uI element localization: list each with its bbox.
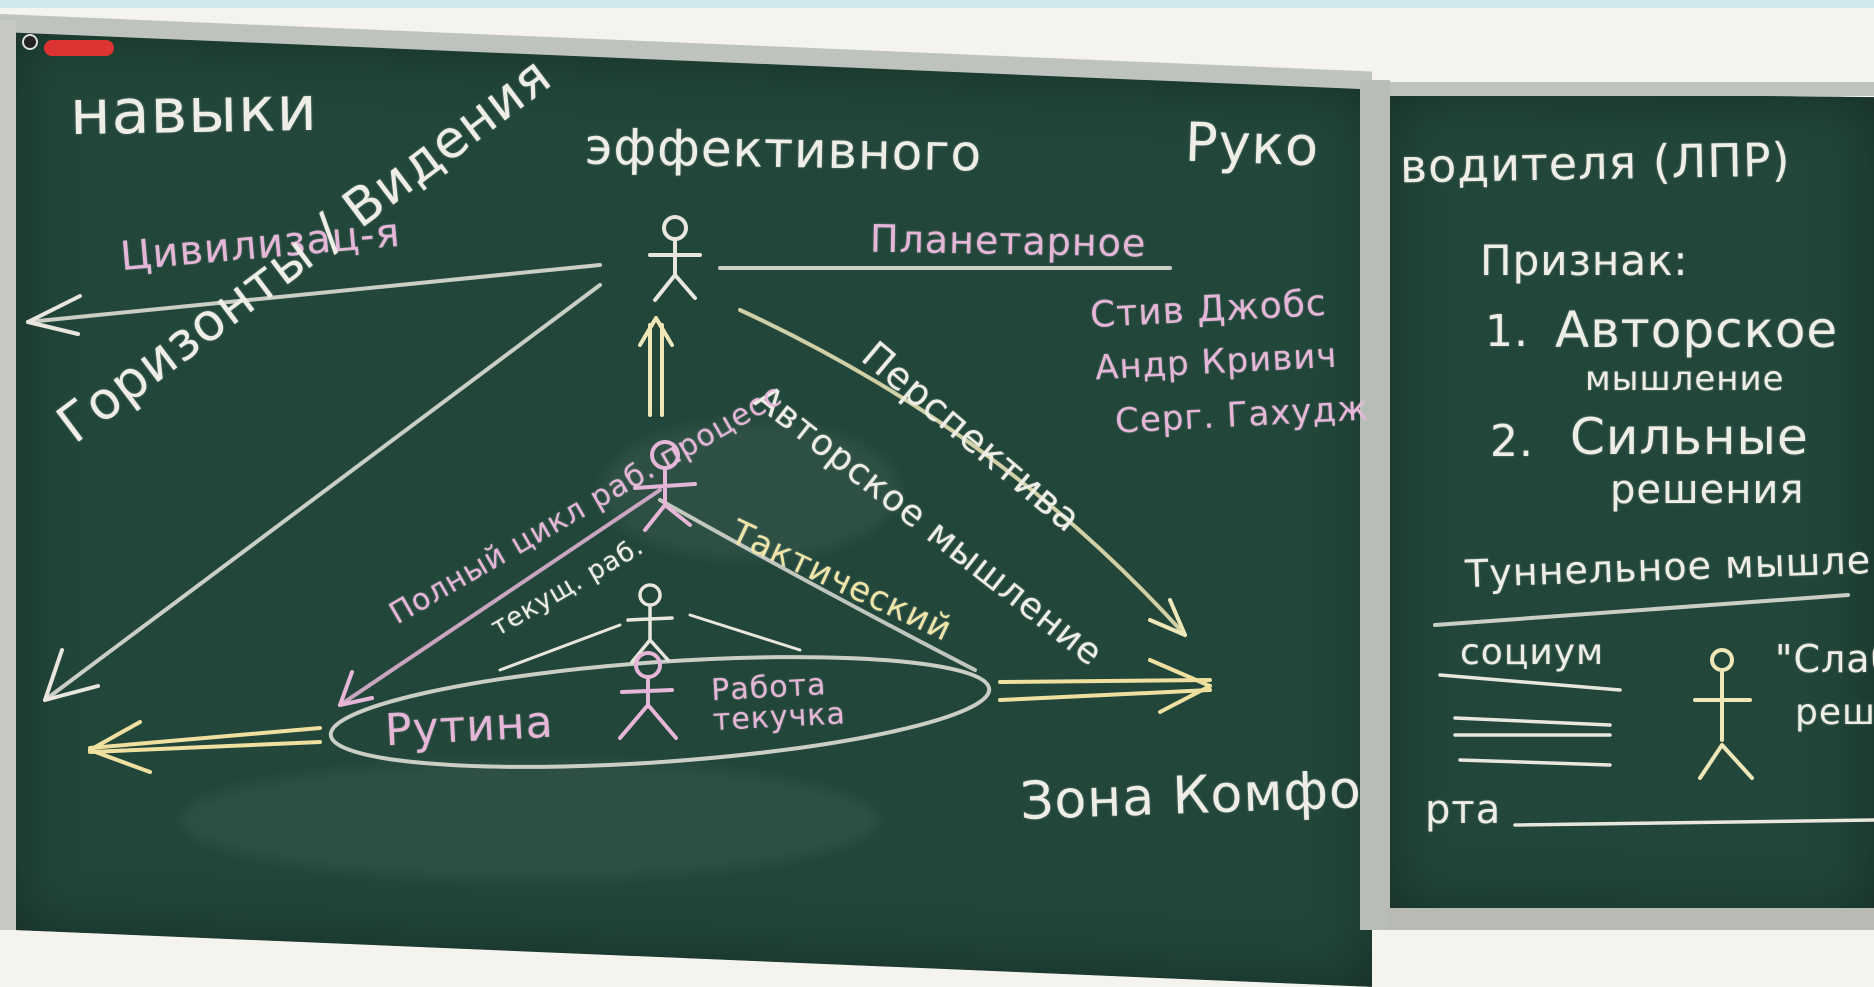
label-work-current: Работа текучка [710, 667, 847, 739]
camera-icon [22, 34, 38, 50]
ellipse-routine [328, 655, 992, 769]
stick-figure-routine [618, 651, 678, 740]
item-1-line2: мышление [1585, 359, 1785, 399]
line-tactical [658, 498, 977, 672]
stick-figure-top [648, 215, 702, 302]
arrowhead-right-out [1148, 658, 1212, 714]
line-comfort-right [1513, 818, 1874, 827]
arrow-society-2 [1453, 716, 1612, 737]
arrow-horizon [43, 283, 602, 702]
board-frame-left [0, 20, 16, 930]
line-tunnel [1433, 593, 1850, 627]
item-2-line1: Сильные [1570, 408, 1809, 466]
arrow-right-out [998, 678, 1212, 702]
chalk-smudge [600, 420, 900, 560]
arrow-civilization [26, 263, 602, 324]
label-weak-quote-2: реш [1795, 692, 1874, 733]
recording-badge [44, 40, 114, 56]
arrow-up-double [638, 316, 674, 417]
item-1-line1: Авторское [1555, 301, 1839, 359]
stick-figure-middle [633, 440, 697, 532]
label-society: социум [1460, 632, 1605, 673]
chalk-drawing [26, 215, 1874, 827]
arrowhead-civilization [26, 294, 82, 336]
title-continuation: водителя (ЛПР) [1399, 132, 1792, 194]
label-weak-quote: "Слаб [1775, 637, 1874, 681]
title-word-2: эффективного [584, 117, 983, 183]
label-routine: Рутина [383, 696, 555, 757]
arrowhead-horizon [43, 648, 100, 702]
label-comfort-tail: рта [1425, 787, 1502, 833]
arrow-full-cycle [338, 488, 662, 707]
arrow-society-3 [1458, 758, 1612, 767]
stick-figure-right [1693, 648, 1754, 780]
stick-figure-bottom [626, 583, 674, 664]
board-chalk-ledge [1388, 908, 1874, 930]
label-comfort-zone: Зона Комфо [1019, 760, 1363, 832]
label-planetary: Планетарное [869, 216, 1147, 266]
line-current-right [688, 613, 802, 652]
item-1-number: 1. [1485, 306, 1529, 357]
item-2-line2: решения [1610, 467, 1805, 513]
arrowhead-left-out [88, 720, 152, 774]
wall-strip [0, 0, 1874, 8]
arrow-left-out [88, 726, 322, 754]
arrow-current [498, 623, 622, 672]
item-2-number: 2. [1490, 416, 1534, 467]
chalk-smudge [180, 760, 880, 880]
arrow-perspective [738, 308, 1187, 637]
label-sign: Признак: [1480, 236, 1689, 285]
arrowhead-full-cycle [338, 670, 374, 707]
board-frame-divider [1360, 80, 1390, 930]
board-frame-top-right [1376, 82, 1874, 96]
title-word-3: Руко [1183, 110, 1321, 179]
arrowhead-perspective [1148, 598, 1187, 637]
arrow-society [1438, 673, 1622, 692]
title-word-1: навыки [69, 71, 319, 150]
